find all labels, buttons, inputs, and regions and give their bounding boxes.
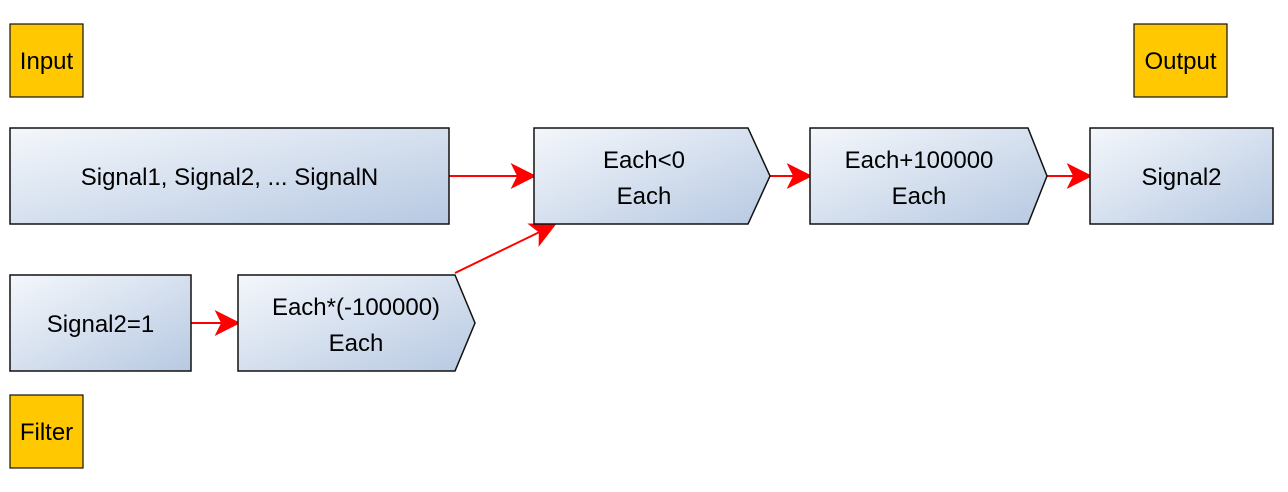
edge-negate-to-lt0 [454, 223, 557, 274]
negate-step-node: Each*(-100000) Each [237, 274, 476, 372]
input-tag-label: Input [20, 48, 74, 75]
negate-step-line1: Each*(-100000) [272, 294, 440, 321]
output-tag: Output [1133, 23, 1228, 98]
filter-condition-label: Signal2=1 [47, 311, 154, 338]
less-than-zero-step-line1: Each<0 [603, 147, 685, 174]
filter-condition-node: Signal2=1 [9, 274, 192, 372]
output-signal-label: Signal2 [1141, 164, 1221, 191]
add-step-line2: Each [892, 183, 947, 210]
input-tag: Input [9, 23, 84, 98]
signals-source-label: Signal1, Signal2, ... SignalN [81, 164, 379, 191]
signals-source-node: Signal1, Signal2, ... SignalN [9, 127, 450, 225]
filter-tag-label: Filter [20, 419, 73, 446]
add-step-line1: Each+100000 [845, 147, 994, 174]
output-tag-label: Output [1144, 48, 1216, 75]
less-than-zero-step-line2: Each [617, 183, 672, 210]
output-signal-node: Signal2 [1089, 127, 1274, 225]
filter-tag: Filter [9, 394, 84, 469]
less-than-zero-step-node: Each<0 Each [533, 127, 771, 225]
add-step-node: Each+100000 Each [809, 127, 1048, 225]
negate-step-line2: Each [329, 330, 384, 357]
